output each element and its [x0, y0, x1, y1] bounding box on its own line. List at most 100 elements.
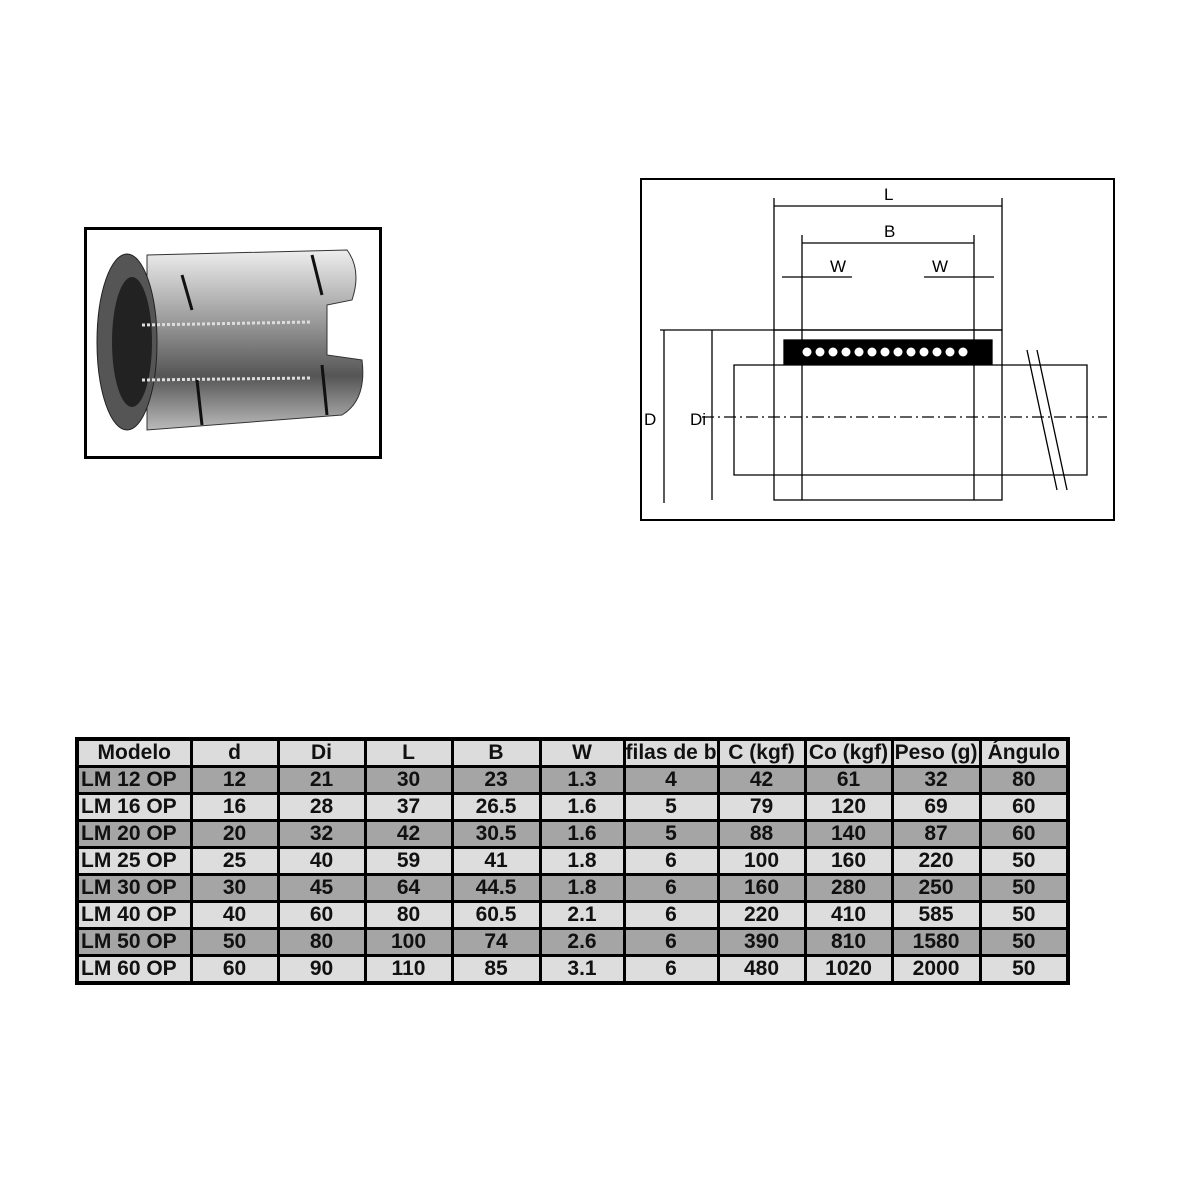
column-header: Di	[276, 737, 367, 768]
table-cell: 2000	[890, 954, 982, 985]
table-cell: 140	[803, 819, 894, 849]
table-cell: 32	[276, 819, 367, 849]
model-cell: LM 20 OP	[75, 819, 193, 849]
model-cell: LM 30 OP	[75, 873, 193, 903]
table-cell: 60.5	[450, 900, 542, 930]
label-D: D	[644, 410, 656, 429]
open-linear-bearing-image	[96, 249, 364, 431]
table-cell: 80	[978, 765, 1070, 795]
table-cell: 2.1	[538, 900, 626, 930]
column-header: Ángulo	[978, 737, 1070, 768]
table-cell: 5	[622, 819, 720, 849]
table-cell: 40	[276, 846, 367, 876]
table-cell: 80	[276, 927, 367, 957]
table-cell: 100	[716, 846, 807, 876]
table-cell: 1.6	[538, 792, 626, 822]
table-cell: 160	[803, 846, 894, 876]
column-header: d	[189, 737, 280, 768]
bearing-cross-section: L B W W D Di	[644, 185, 1107, 503]
table-cell: 37	[363, 792, 454, 822]
model-cell: LM 60 OP	[75, 954, 193, 985]
table-cell: 16	[189, 792, 280, 822]
table-cell: 5	[622, 792, 720, 822]
column-header: Peso (g)	[890, 737, 982, 768]
table-cell: 390	[716, 927, 807, 957]
table-cell: 110	[363, 954, 454, 985]
table-cell: 88	[716, 819, 807, 849]
table-cell: 64	[363, 873, 454, 903]
table-cell: 30.5	[450, 819, 542, 849]
table-cell: 44.5	[450, 873, 542, 903]
table-cell: 6	[622, 927, 720, 957]
label-Di: Di	[690, 410, 706, 429]
table-cell: 25	[189, 846, 280, 876]
table-cell: 160	[716, 873, 807, 903]
table-cell: 59	[363, 846, 454, 876]
table-cell: 1.6	[538, 819, 626, 849]
table-cell: 42	[363, 819, 454, 849]
column-header: filas de b	[622, 737, 720, 768]
column-header: B	[450, 737, 542, 768]
table-cell: 220	[890, 846, 982, 876]
table-cell: 85	[450, 954, 542, 985]
table-cell: 23	[450, 765, 542, 795]
table-cell: 60	[276, 900, 367, 930]
table-cell: 80	[363, 900, 454, 930]
table-cell: 28	[276, 792, 367, 822]
table-cell: 585	[890, 900, 982, 930]
table-cell: 2.6	[538, 927, 626, 957]
table-cell: 50	[978, 873, 1070, 903]
column-header: Modelo	[75, 737, 193, 768]
column-header: W	[538, 737, 626, 768]
table-cell: 6	[622, 873, 720, 903]
model-cell: LM 50 OP	[75, 927, 193, 957]
table-cell: 6	[622, 846, 720, 876]
label-L: L	[884, 185, 893, 204]
table-cell: 120	[803, 792, 894, 822]
table-cell: 26.5	[450, 792, 542, 822]
table-cell: 220	[716, 900, 807, 930]
table-cell: 3.1	[538, 954, 626, 985]
table-cell: 32	[890, 765, 982, 795]
table-cell: 42	[716, 765, 807, 795]
table-cell: 1.8	[538, 873, 626, 903]
table-cell: 1020	[803, 954, 894, 985]
table-cell: 60	[189, 954, 280, 985]
bearing-photo	[84, 227, 382, 459]
table-cell: 90	[276, 954, 367, 985]
label-B: B	[884, 222, 895, 241]
label-W-right: W	[932, 257, 948, 276]
column-header: C (kgf)	[716, 737, 807, 768]
table-cell: 60	[978, 792, 1070, 822]
table-cell: 50	[978, 900, 1070, 930]
table-cell: 21	[276, 765, 367, 795]
model-cell: LM 40 OP	[75, 900, 193, 930]
table-cell: 50	[978, 846, 1070, 876]
table-cell: 810	[803, 927, 894, 957]
table-cell: 12	[189, 765, 280, 795]
column-header: L	[363, 737, 454, 768]
table-cell: 480	[716, 954, 807, 985]
table-cell: 87	[890, 819, 982, 849]
table-cell: 40	[189, 900, 280, 930]
table-cell: 41	[450, 846, 542, 876]
table-cell: 6	[622, 900, 720, 930]
table-cell: 410	[803, 900, 894, 930]
table-cell: 74	[450, 927, 542, 957]
table-cell: 69	[890, 792, 982, 822]
table-cell: 30	[363, 765, 454, 795]
table-cell: 1.3	[538, 765, 626, 795]
column-header: Co (kgf)	[803, 737, 894, 768]
model-cell: LM 16 OP	[75, 792, 193, 822]
table-cell: 79	[716, 792, 807, 822]
model-cell: LM 12 OP	[75, 765, 193, 795]
